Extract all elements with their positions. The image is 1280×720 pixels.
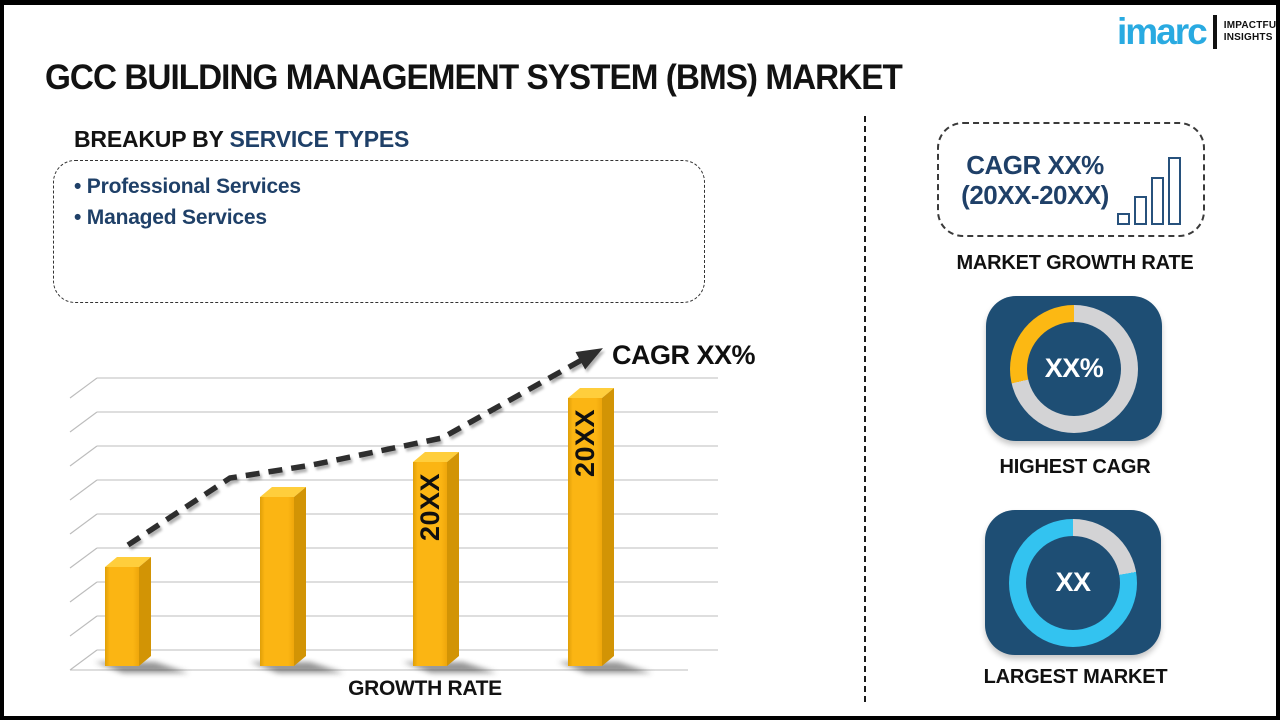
bar-3d xyxy=(105,557,151,666)
cagr-value: CAGR XX% xyxy=(966,149,1104,180)
highest-cagr-tile: XX% xyxy=(986,296,1162,441)
gridlines xyxy=(69,377,718,671)
logo-tagline-line1: IMPACTFUL xyxy=(1223,20,1280,31)
cagr-period: (20XX-20XX) xyxy=(961,179,1109,210)
bar-chart-icon-bar xyxy=(1117,212,1130,225)
bar-3d: 20XX xyxy=(413,452,459,666)
cagr-trend-arrow xyxy=(126,348,603,548)
bar-chart-icon-bar xyxy=(1151,176,1164,225)
bar-year-label: 20XX xyxy=(415,473,445,541)
highest-cagr-label: HIGHEST CAGR xyxy=(999,456,1151,478)
logo-tagline: IMPACTFUL INSIGHTS xyxy=(1224,20,1280,43)
cagr-dashed-box: CAGR XX% (20XX-20XX) xyxy=(937,122,1205,237)
list-item: Professional Services xyxy=(74,172,704,203)
bar-3d: 20XX xyxy=(568,388,614,666)
breakup-heading: BREAKUP BY SERVICE TYPES xyxy=(74,126,409,153)
vertical-dashed-divider xyxy=(864,116,866,702)
bar-chart-icon-bar xyxy=(1134,195,1147,225)
largest-market-donut: XX xyxy=(1009,518,1137,647)
imarc-logo: imarc IMPACTFUL INSIGHTS xyxy=(1117,13,1280,50)
largest-market-label: LARGEST MARKET xyxy=(983,666,1168,688)
largest-market-tile: XX xyxy=(985,510,1161,655)
highest-cagr-donut: XX% xyxy=(1010,304,1138,433)
cagr-box-text: CAGR XX% (20XX-20XX) xyxy=(939,150,1117,210)
growth-rate-bar-chart: 20XX 20XX xyxy=(69,348,718,673)
cagr-trend-label: CAGR XX% xyxy=(612,340,756,370)
largest-market-value: XX xyxy=(1026,535,1120,630)
market-growth-rate-label: MARKET GROWTH RATE xyxy=(956,252,1194,274)
bar-chart-icon-bar xyxy=(1168,156,1181,225)
breakup-heading-highlight: SERVICE TYPES xyxy=(229,126,410,152)
highest-cagr-value: XX% xyxy=(1027,321,1121,416)
list-item: Managed Services xyxy=(74,203,704,234)
breakup-heading-prefix: BREAKUP BY xyxy=(74,126,230,152)
bar-3d xyxy=(260,487,306,666)
logo-divider-bar xyxy=(1212,14,1217,49)
breakup-dashed-box: Professional Services Managed Services xyxy=(53,160,705,303)
page-title: GCC BUILDING MANAGEMENT SYSTEM (BMS) MAR… xyxy=(45,58,903,97)
bar-chart-icon xyxy=(1117,156,1181,225)
x-axis-label: GROWTH RATE xyxy=(348,677,502,700)
bar-year-label: 20XX xyxy=(570,409,600,477)
logo-tagline-line2: INSIGHTS xyxy=(1223,31,1273,43)
imarc-logo-wordmark: imarc xyxy=(1117,11,1208,52)
